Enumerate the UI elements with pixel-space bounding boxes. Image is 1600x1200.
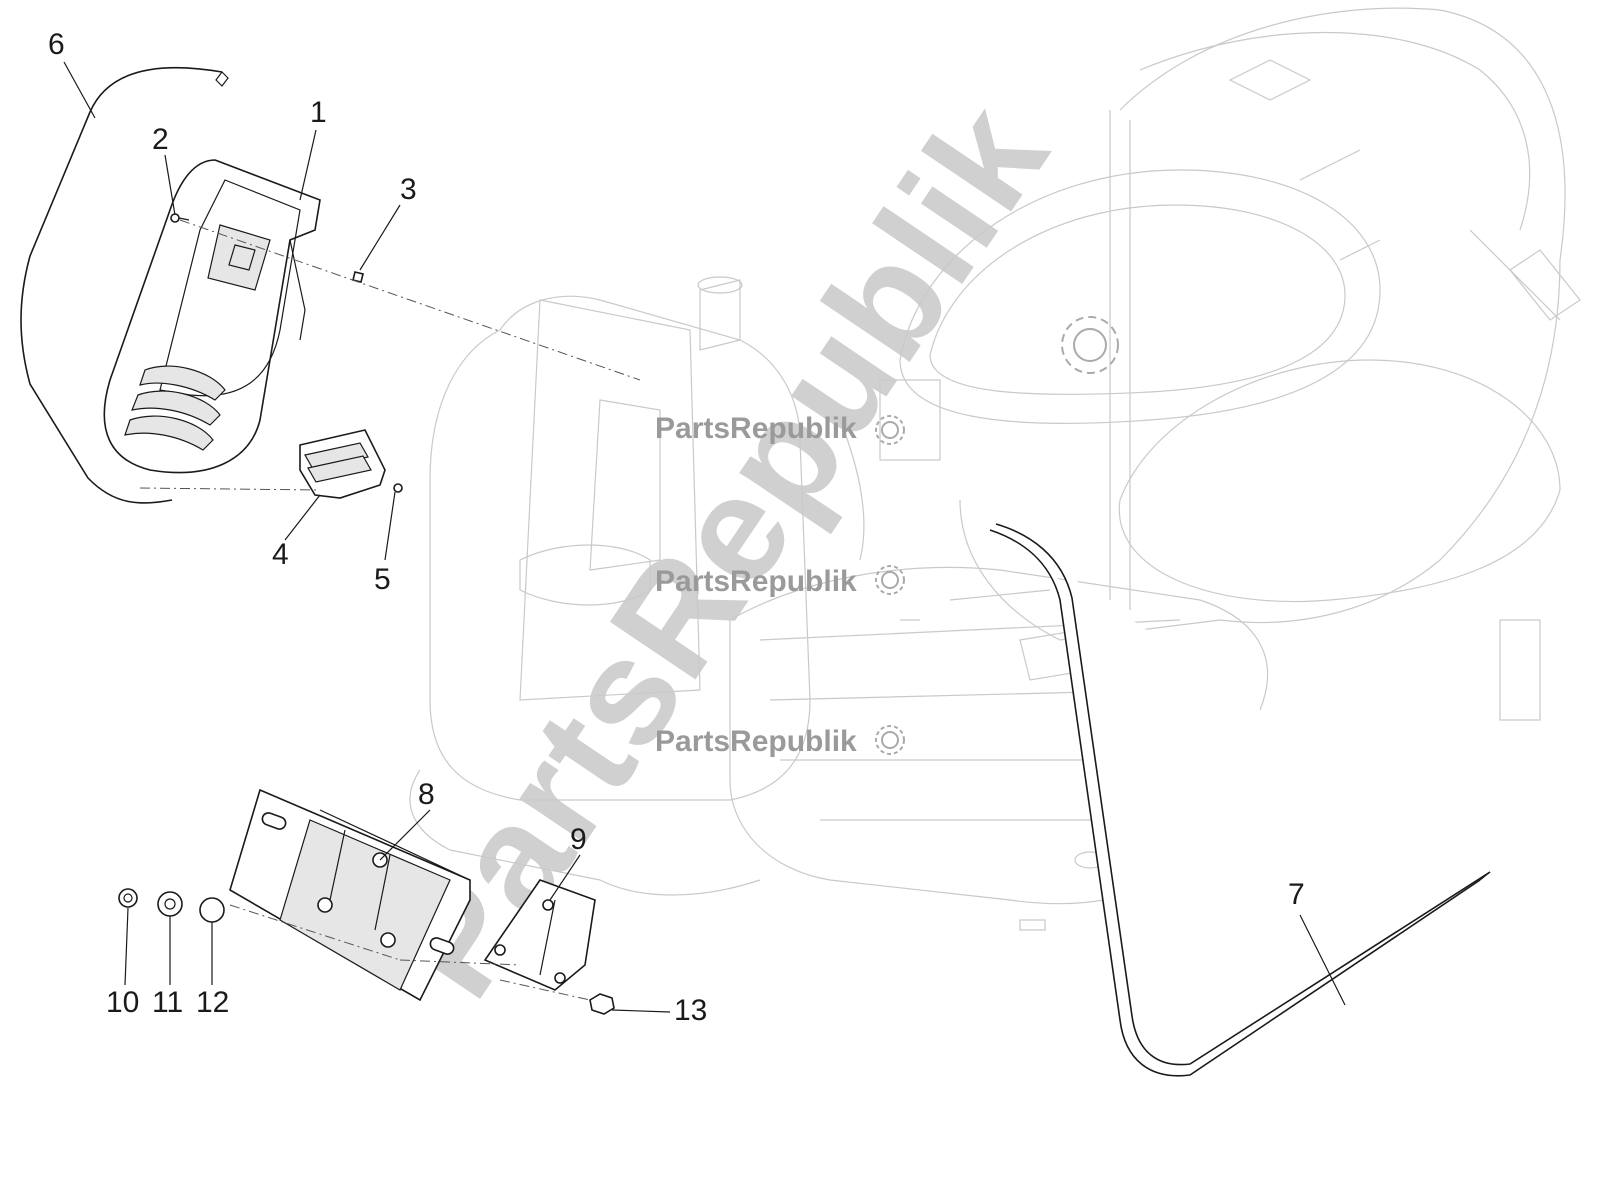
callout-11: 11 bbox=[152, 986, 184, 1019]
callout-8: 8 bbox=[418, 778, 435, 811]
callout-10: 10 bbox=[106, 986, 140, 1019]
part-7-trim bbox=[989, 523, 1491, 1077]
callout-6: 6 bbox=[48, 28, 65, 61]
part-9-bracket bbox=[483, 879, 596, 991]
callout-9: 9 bbox=[570, 823, 587, 856]
part-8-plate bbox=[229, 788, 471, 1002]
callout-3: 3 bbox=[400, 173, 417, 206]
assembly-lines bbox=[139, 219, 641, 1001]
callout-5: 5 bbox=[374, 563, 391, 596]
leaders bbox=[63, 61, 1346, 1013]
callout-7: 7 bbox=[1288, 878, 1305, 911]
callout-4: 4 bbox=[272, 538, 289, 571]
part-1-horn-cover bbox=[103, 159, 321, 474]
watermark-small-2: PartsRepublik bbox=[655, 565, 857, 598]
callout-12: 12 bbox=[196, 986, 230, 1019]
part-4-bracket bbox=[299, 429, 386, 499]
callout-2: 2 bbox=[152, 123, 169, 156]
watermark-gear-icons bbox=[875, 316, 1119, 755]
callout-1: 1 bbox=[310, 96, 327, 129]
watermark-small-3: PartsRepublik bbox=[655, 725, 857, 758]
ghost-scooter-body bbox=[409, 7, 1581, 931]
hardware bbox=[118, 213, 615, 1015]
callout-13: 13 bbox=[674, 994, 708, 1027]
watermark-small-1: PartsRepublik bbox=[655, 412, 857, 445]
